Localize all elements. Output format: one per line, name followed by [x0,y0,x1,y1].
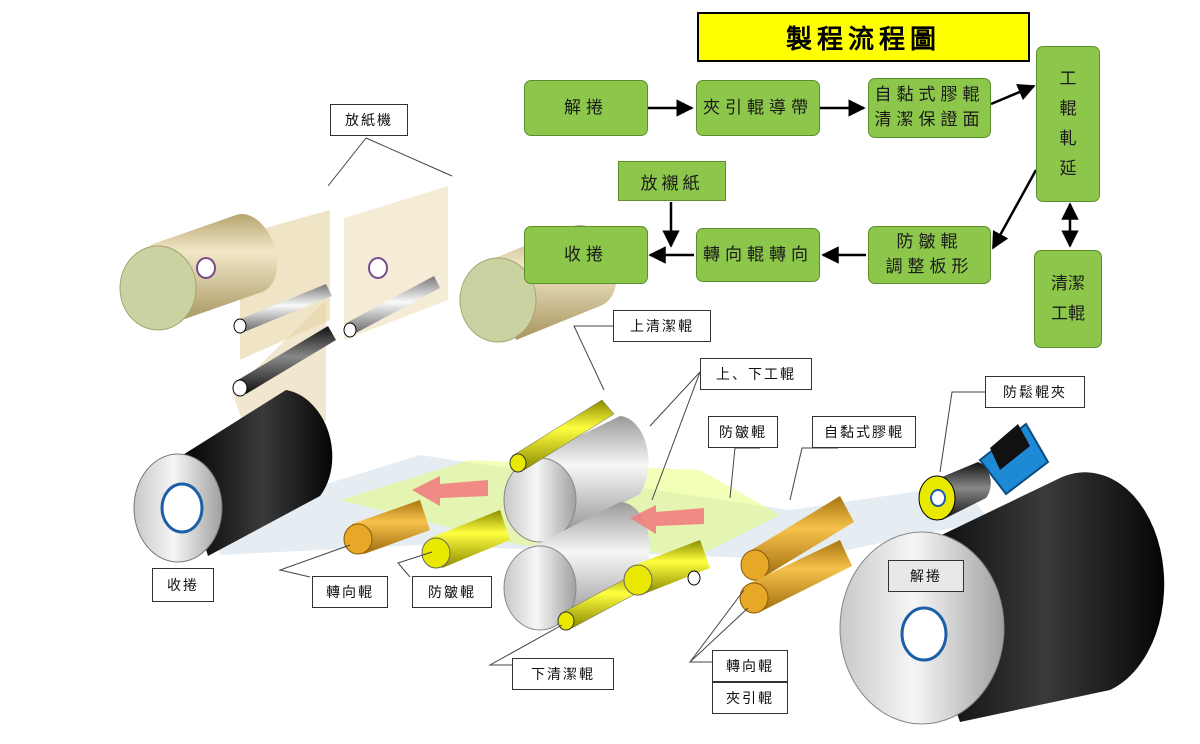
turn-roll-left-shape [343,500,430,555]
turn-roll-right-shape [739,540,852,614]
paper-roll-left [119,213,278,331]
flow-arrows [648,84,1079,264]
step-work-roll-rolling: 工 輥 軋 延 [1036,46,1100,202]
lower-work-roll [503,502,650,631]
anti-loose-clamp [918,422,1050,521]
anti-wrinkle-roll-right-shape [623,540,710,596]
step-adhesive-clean: 自黏式膠輥 清潔保證面 [868,78,991,138]
strip-direction-arrows [412,476,704,534]
step-liner-paper: 放襯紙 [618,161,726,201]
nip-roll-small [687,570,701,586]
paper-unwinder-machine [119,137,617,470]
label-turn-roll-left: 轉向輥 [312,576,388,608]
label-anti-loose-clamp: 防鬆輥夾 [985,376,1085,408]
label-anti-wrinkle-roll-right: 防皺輥 [708,416,778,448]
label-paper-unwinder: 放紙機 [330,104,408,136]
label-turn-roll-right: 轉向輥 [712,650,788,682]
anti-wrinkle-roll-left-shape [421,510,510,569]
step-rewind: 收捲 [524,226,648,284]
step-nip-belt: 夾引輥導帶 [696,80,820,136]
label-nip-roll: 夾引輥 [712,682,788,714]
step-anti-wrinkle-shape: 防皺輥 調整板形 [868,226,991,284]
guide-rod-1 [233,284,332,334]
paper-roll-middle-core [368,257,388,279]
rewind-roll [133,390,333,563]
guide-rod-2 [232,326,336,397]
label-anti-wrinkle-roll-left: 防皺輥 [412,576,492,608]
label-upper-lower-work-roll: 上、下工輥 [700,358,812,390]
adhesive-roll-shape [740,496,854,581]
label-rewind: 收捲 [152,568,214,602]
leader-lines [278,325,985,666]
step-turn-roll: 轉向輥轉向 [696,228,820,282]
label-unwind: 解捲 [888,560,964,592]
label-upper-clean-roll: 上清潔輥 [613,310,711,342]
upper-clean-roll [509,399,615,473]
diagram-title: 製程流程圖 [697,12,1030,62]
step-unwind: 解捲 [524,80,648,136]
label-adhesive-roll: 自黏式膠輥 [812,416,916,448]
step-clean-work-roll: 清潔 工輥 [1034,250,1102,348]
guide-rod-3 [343,276,440,338]
label-lower-clean-roll: 下清潔輥 [512,658,614,690]
